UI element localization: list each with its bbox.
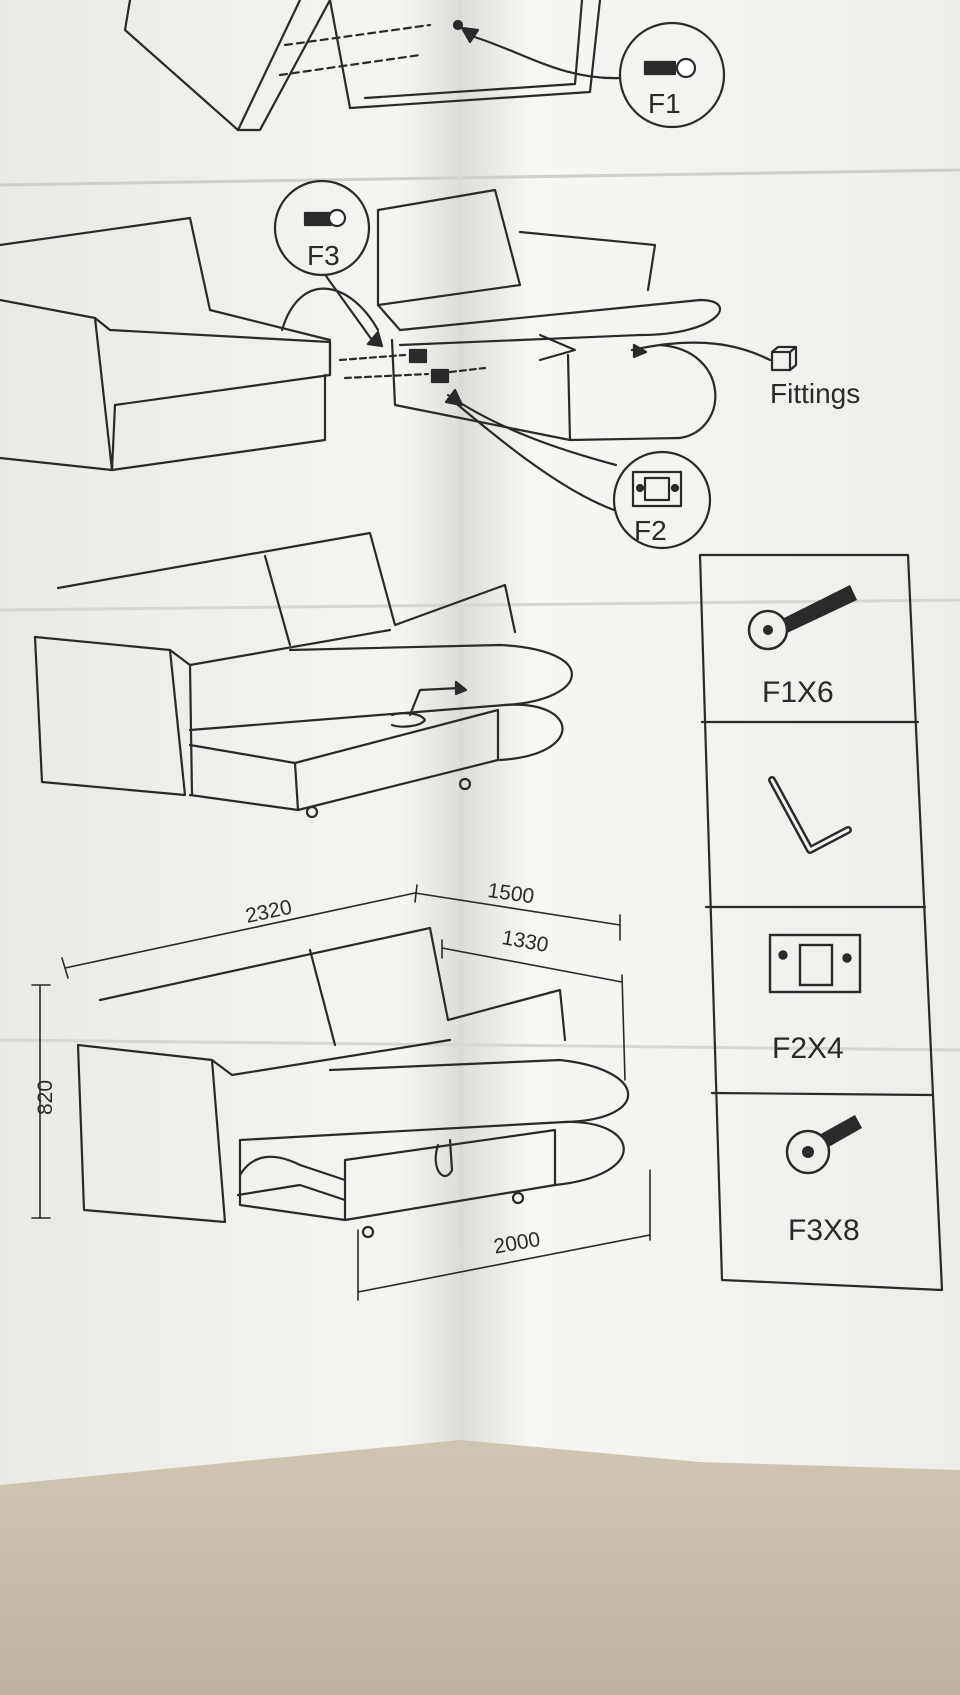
allen-key-icon <box>768 776 852 854</box>
part-label-f3: F3X8 <box>788 1214 860 1247</box>
dimension-height: 820 <box>34 1080 57 1115</box>
callout-label-f1: F1 <box>648 88 681 119</box>
callout-label-f2: F2 <box>634 515 667 546</box>
callout-label-f3: F3 <box>307 240 340 271</box>
fitting-screws-drawing <box>338 348 487 384</box>
chaise-section-drawing <box>376 188 721 442</box>
fold-line <box>0 168 960 187</box>
callout-f1 <box>460 21 726 129</box>
sofa-dimensions-drawing <box>76 926 630 1239</box>
fold-line <box>0 598 960 612</box>
part-f2-bracket-icon <box>768 933 862 994</box>
fold-line <box>0 1038 960 1052</box>
callout-f3 <box>273 179 384 348</box>
parts-table <box>698 553 944 1292</box>
part-label-f1: F1X6 <box>762 676 834 709</box>
paper-sheet <box>0 0 960 1485</box>
callout-fittings <box>630 341 798 372</box>
sofa-pullout-drawing <box>33 531 573 819</box>
part-f3-bolt-icon <box>785 1115 862 1175</box>
part-f1-bolt-icon <box>747 585 857 651</box>
part-label-f2: F2X4 <box>772 1032 844 1065</box>
top-panel-drawing <box>123 0 602 132</box>
dimension-lines <box>31 884 651 1301</box>
callout-label-fittings: Fittings <box>770 378 860 409</box>
callout-f2 <box>444 388 712 550</box>
left-sofa-section-drawing <box>0 216 332 472</box>
